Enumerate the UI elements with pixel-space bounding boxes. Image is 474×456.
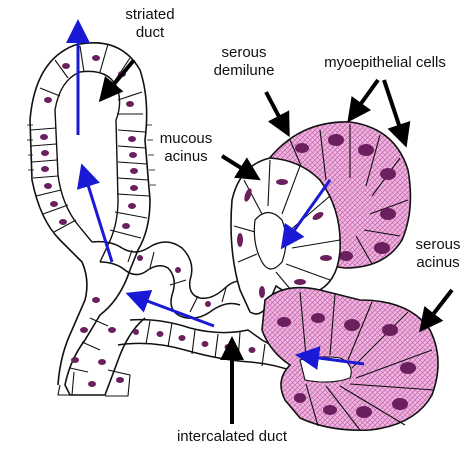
- pointer-mucous-acinus: [222, 156, 254, 176]
- label-myoepithelial-cells: myoepithelial cells: [310, 54, 460, 72]
- label-serous-acinus-line2: acinus: [408, 254, 468, 272]
- label-serous-demilune-line2: demilune: [208, 62, 280, 80]
- serous-acinus: [262, 288, 438, 431]
- pointer-serous-demilune: [266, 92, 286, 130]
- flow-arrow-duct-left: [84, 172, 112, 262]
- label-mucous-acinus: mucous acinus: [154, 130, 218, 166]
- label-serous-acinus: serous acinus: [408, 236, 468, 272]
- label-mucous-acinus-line1: mucous: [154, 130, 218, 148]
- pointer-striated-duct: [104, 60, 134, 96]
- pointer-serous-acinus: [424, 290, 452, 326]
- pointer-myoepithelial-2: [384, 80, 404, 140]
- label-striated-duct: striated duct: [120, 6, 180, 42]
- label-mucous-acinus-line2: acinus: [154, 148, 218, 166]
- flow-arrow-intercalated: [134, 296, 214, 326]
- label-serous-demilune-line1: serous: [208, 44, 280, 62]
- label-intercalated-duct: intercalated duct: [132, 428, 332, 446]
- label-striated-duct-line2: duct: [120, 24, 180, 42]
- label-serous-acinus-line1: serous: [408, 236, 468, 254]
- label-striated-duct-line1: striated: [120, 6, 180, 24]
- label-serous-demilune: serous demilune: [208, 44, 280, 80]
- pointer-myoepithelial-1: [352, 80, 378, 116]
